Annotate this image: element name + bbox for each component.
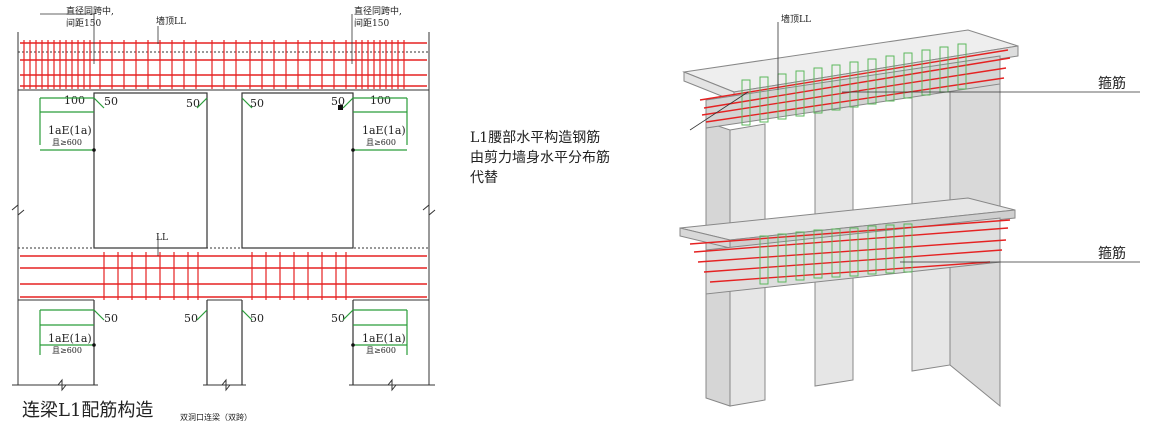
waist-note-line2: 由剪力墙身水平分布筋	[470, 149, 610, 166]
dim-50-e: 50	[104, 312, 118, 325]
waist-note-line3: 代替	[470, 170, 498, 186]
dim-50-c: 50	[250, 97, 264, 110]
dim-50-f: 50	[184, 312, 198, 325]
anchor-left-l1: 1aE(1a)	[48, 124, 92, 137]
iso-top-label: 墙顶LL	[781, 13, 811, 25]
anchor-bottom-left-l2: 且≥600	[52, 346, 82, 355]
note-left-line2: 间距150	[66, 17, 101, 29]
bottom-beam-label: LL	[156, 233, 168, 243]
anchor-bottom-left-l1: 1aE(1a)	[48, 332, 92, 345]
opening-right	[241, 92, 354, 249]
dim-100-left: 100	[64, 94, 85, 107]
dim-100-right: 100	[370, 94, 391, 107]
isometric-view: 墙顶LL 箍筋 箍筋 L1腰部水平构造钢筋 由剪力墙身水平分布筋 代替	[470, 13, 1140, 408]
dim-50-b: 50	[186, 97, 200, 110]
stirrup-label-bottom: 箍筋	[1098, 245, 1126, 262]
waist-note-line1: L1腰部水平构造钢筋	[470, 129, 600, 146]
dim-50-h: 50	[331, 312, 345, 325]
anchor-right-l2: 且≥600	[366, 138, 396, 147]
drawing-title: 连梁L1配筋构造	[22, 400, 153, 421]
break-mark-right	[422, 203, 436, 217]
note-right-line2: 间距150	[354, 17, 389, 29]
opening-left	[93, 92, 208, 249]
note-left-line1: 直径同跨中,	[66, 5, 114, 17]
elevation-drawing: 直径同跨中, 间距150 墙顶LL 直径同跨中, 间距150 100 50 50…	[11, 5, 436, 422]
stirrup-label-top: 箍筋	[1098, 75, 1126, 92]
top-beam-label: 墙顶LL	[156, 15, 186, 27]
anchor-bottom-right-l1: 1aE(1a)	[362, 332, 406, 345]
anchor-right-l1: 1aE(1a)	[362, 124, 406, 137]
dim-50-g: 50	[250, 312, 264, 325]
break-mark-left	[11, 203, 25, 217]
dim-50-d: 50	[331, 95, 345, 108]
note-right-line1: 直径同跨中,	[354, 5, 402, 17]
anchor-left-l2: 且≥600	[52, 138, 82, 147]
anchor-bottom-right-l2: 且≥600	[366, 346, 396, 355]
dim-50-a: 50	[104, 95, 118, 108]
drawing-subtitle: 双洞口连梁（双跨）	[180, 412, 252, 422]
